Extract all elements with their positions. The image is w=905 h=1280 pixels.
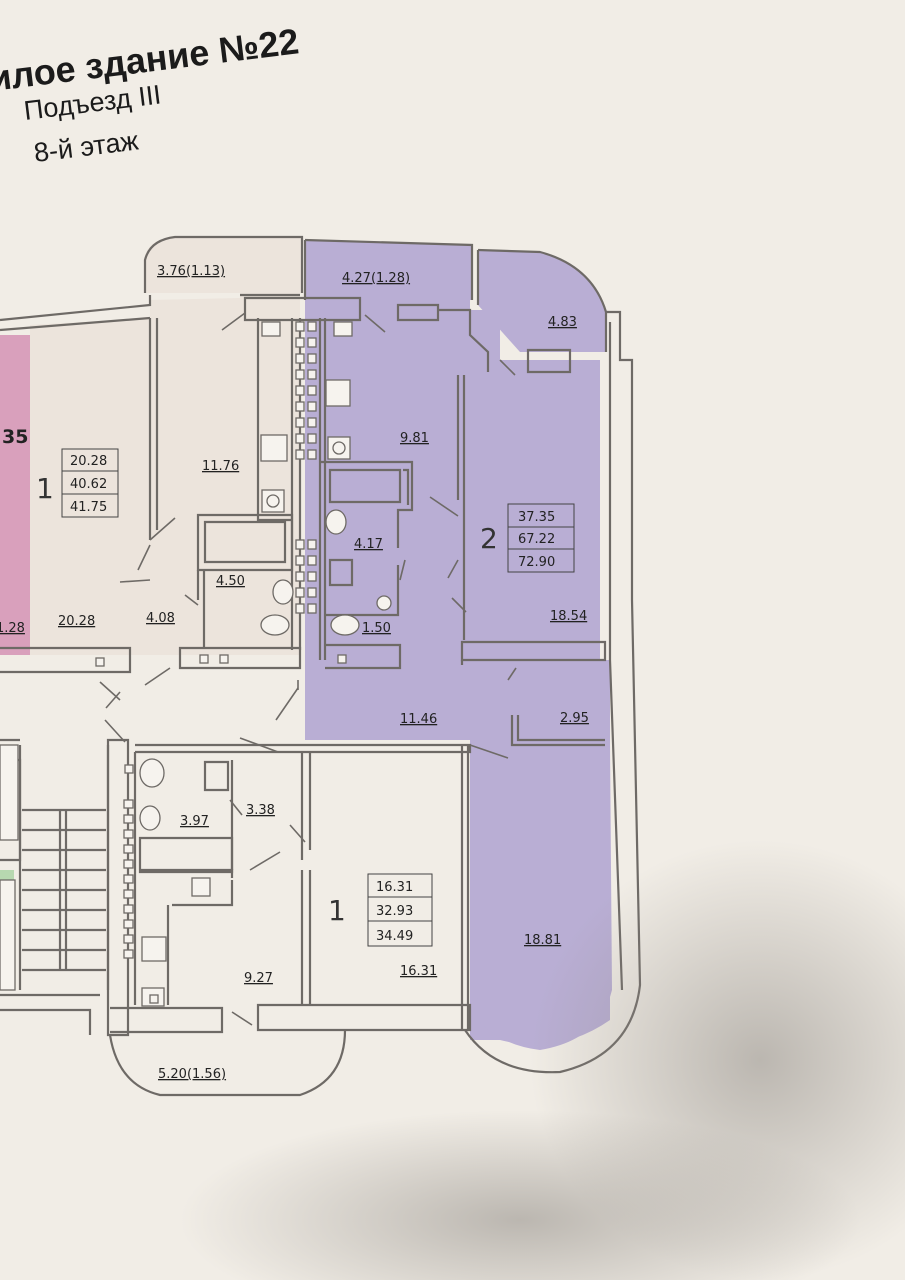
left-bottom-hall-area: 3.38 <box>246 803 275 818</box>
left-bottom-bath-area: 3.97 <box>180 814 209 829</box>
left-top-bathroom-area: 4.50 <box>216 574 245 589</box>
left-top-living-area: 20.28 <box>70 454 107 469</box>
toilet-left-top <box>260 614 290 636</box>
left-top-room-area: 20.28 <box>58 614 95 629</box>
cut-apartment-area: 1.28 <box>0 621 25 636</box>
left-top-hall-area: 4.08 <box>146 611 175 626</box>
balcony-purple-right <box>478 250 605 352</box>
toilet-purple <box>330 614 360 636</box>
apartment-purple-room-top <box>462 375 600 642</box>
left-top-total-area: 40.62 <box>70 477 107 492</box>
purple-room-count: 2 <box>480 522 498 555</box>
balcony-left-top <box>145 238 302 293</box>
purple-balcony-top-area: 4.27(1.28) <box>342 271 410 286</box>
purple-room-top-area: 18.54 <box>550 609 587 624</box>
purple-full-area: 72.90 <box>518 555 555 570</box>
left-bottom-area-box: 16.31 32.93 34.49 <box>367 873 433 947</box>
cut-apartment-pink <box>0 335 30 655</box>
toilet-left-bottom <box>139 758 165 788</box>
apartment-left-top <box>30 290 300 655</box>
left-top-full-area: 41.75 <box>70 500 107 515</box>
purple-room-bottom-area: 18.81 <box>524 933 561 948</box>
left-top-area-box: 20.28 40.62 41.75 <box>61 448 119 518</box>
purple-living-area: 37.35 <box>518 510 555 525</box>
stove-purple <box>325 379 351 407</box>
purple-storage-area: 2.95 <box>560 711 589 726</box>
purple-wc-area: 1.50 <box>362 621 391 636</box>
left-bottom-living-area: 16.31 <box>376 880 413 895</box>
balcony-purple-top <box>305 240 472 300</box>
ventilation-grid <box>123 321 317 959</box>
purple-kitchen-area: 9.81 <box>400 431 429 446</box>
apartment-purple-room-bottom <box>470 745 612 1050</box>
left-top-balcony-area: 3.76(1.13) <box>157 264 225 279</box>
elevator-shaft <box>0 744 19 841</box>
purple-total-area: 67.22 <box>518 532 555 547</box>
left-bottom-room-count: 1 <box>328 894 346 927</box>
left-bottom-balcony-area: 5.20(1.56) <box>158 1067 226 1082</box>
left-bottom-kitchen-area: 9.27 <box>244 971 273 986</box>
purple-balcony-right-area: 4.83 <box>548 315 577 330</box>
stove-left-bottom <box>141 936 167 962</box>
purple-area-box: 37.35 67.22 72.90 <box>507 503 575 573</box>
purple-hall-area: 11.46 <box>400 712 437 727</box>
left-bottom-total-area: 32.93 <box>376 904 413 919</box>
left-top-room-count: 1 <box>36 472 54 505</box>
doors <box>99 312 517 1026</box>
fixtures <box>0 321 392 1007</box>
stove-left-top <box>260 434 288 462</box>
left-top-kitchen-area: 11.76 <box>202 459 239 474</box>
left-bottom-room-area: 16.31 <box>400 964 437 979</box>
purple-bath-area: 4.17 <box>354 537 383 552</box>
left-bottom-full-area: 34.49 <box>376 929 413 944</box>
cut-apartment-label: 35 <box>2 426 28 448</box>
